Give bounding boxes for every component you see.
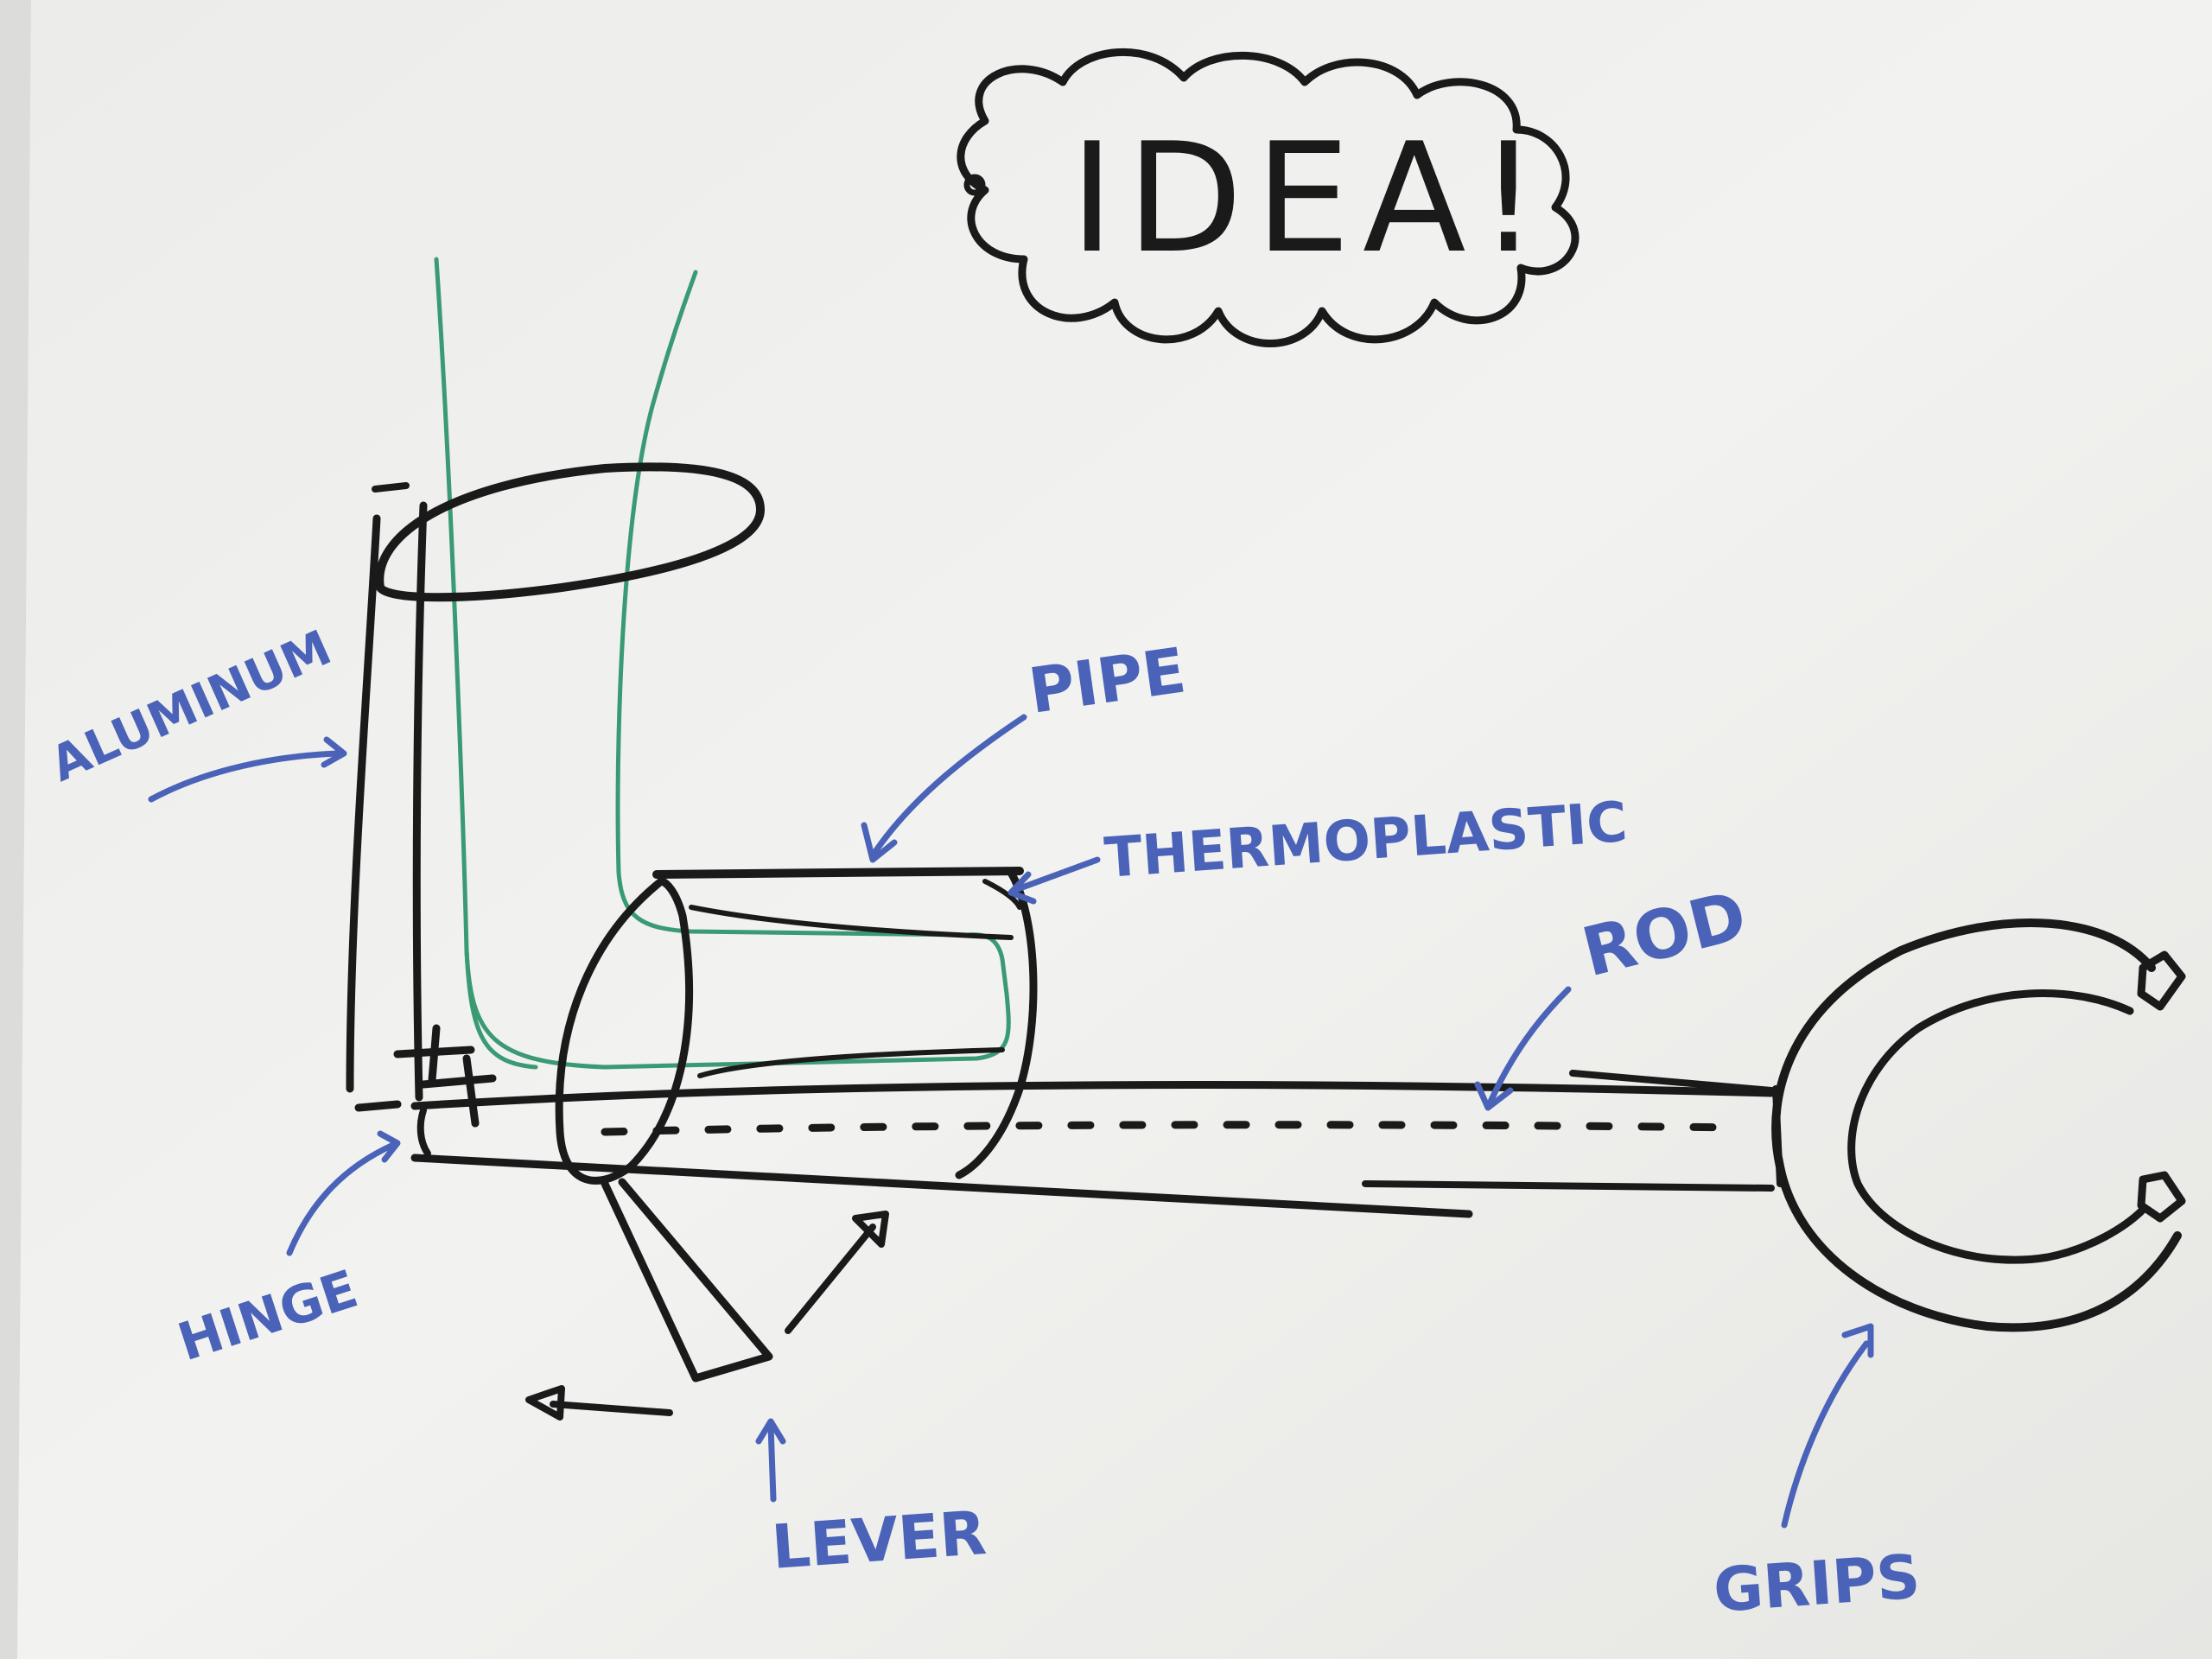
lever — [525, 1178, 889, 1421]
rod-arrow — [1474, 986, 1572, 1111]
pipe-arrow — [861, 714, 1027, 863]
grips-clamp — [1771, 918, 2186, 1332]
idea-title: IDEA! — [1070, 111, 1551, 287]
aluminum-arrow — [148, 736, 347, 803]
thermoplastic-arrow — [1007, 856, 1101, 905]
label-lever: LEVER — [769, 1497, 988, 1583]
idea-cloud — [957, 48, 1580, 347]
lever-arrow — [755, 1418, 786, 1503]
hinge-symbol — [354, 1024, 497, 1128]
hinge-arrow — [286, 1130, 401, 1256]
idea-cloud-dot — [963, 174, 986, 196]
label-grips: GRIPS — [1711, 1541, 1922, 1625]
thermoplastic-liner — [434, 257, 1011, 1070]
paper-left-edge — [0, 0, 31, 1659]
pipe-cylinder — [555, 867, 1038, 1185]
aluminum-cuff — [346, 462, 765, 1102]
grips-arrow — [1781, 1323, 1874, 1529]
